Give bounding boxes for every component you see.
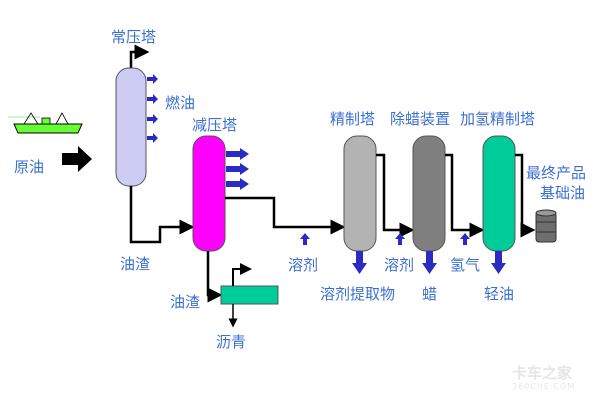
label-hydrofining-tower: 加氢精制塔 [460, 110, 536, 128]
hydrogen-arrow [460, 233, 470, 245]
atmospheric-tower [115, 67, 147, 187]
hydrofining-tower [482, 135, 516, 252]
solvent-arrow-2 [395, 233, 405, 245]
solvent-arrow-1 [300, 233, 310, 245]
asphalt-top-pipe [232, 263, 252, 286]
label-solvent-2: 溶剂 [384, 256, 415, 274]
ship-icon [8, 112, 83, 134]
label-solvent-extract: 溶剂提取物 [320, 285, 396, 303]
fuel-oil-arrows [147, 74, 158, 143]
label-wax: 蜡 [422, 285, 438, 303]
label-residue-2: 油渣 [170, 293, 201, 311]
vacuum-bottom-pipe [206, 251, 223, 303]
label-vacuum-tower: 减压塔 [192, 116, 238, 134]
hydro-down-arrow [491, 251, 506, 274]
label-light-oil: 轻油 [484, 285, 515, 303]
label-crude-oil: 原油 [14, 158, 45, 176]
refining-tower [343, 135, 377, 252]
refining-to-dewax-pipe [376, 153, 415, 238]
label-refining-tower: 精制塔 [330, 110, 376, 128]
asphalt-unit [220, 285, 279, 305]
label-hydrogen: 氢气 [450, 256, 481, 274]
label-dewaxing-unit: 除蜡装置 [390, 110, 451, 128]
label-asphalt: 沥青 [216, 333, 247, 351]
vacuum-side-arrows [226, 148, 249, 190]
label-final-product: 最终产品 [526, 164, 587, 182]
atmospheric-top-pipe [129, 44, 150, 68]
label-solvent-1: 溶剂 [288, 256, 319, 274]
label-fuel-oil: 燃油 [165, 94, 196, 112]
watermark-logo: 卡车之家 [512, 364, 573, 382]
dewax-down-arrow [422, 251, 437, 274]
oil-barrel-icon [535, 209, 557, 243]
residue-pipe [129, 186, 195, 244]
label-atmospheric-tower: 常压塔 [111, 28, 157, 46]
hydro-output-pipe [515, 153, 536, 238]
dewaxing-unit [412, 135, 446, 252]
crude-input-arrow [62, 146, 92, 172]
vacuum-output-pipe [225, 196, 346, 235]
vacuum-tower [192, 135, 226, 252]
refining-down-arrow [352, 251, 367, 274]
dewax-to-hydro-pipe [445, 153, 485, 238]
label-base-oil: 基础油 [540, 184, 586, 202]
watermark-url: 360CHE.COM [512, 382, 576, 391]
label-residue-1: 油渣 [120, 255, 151, 273]
